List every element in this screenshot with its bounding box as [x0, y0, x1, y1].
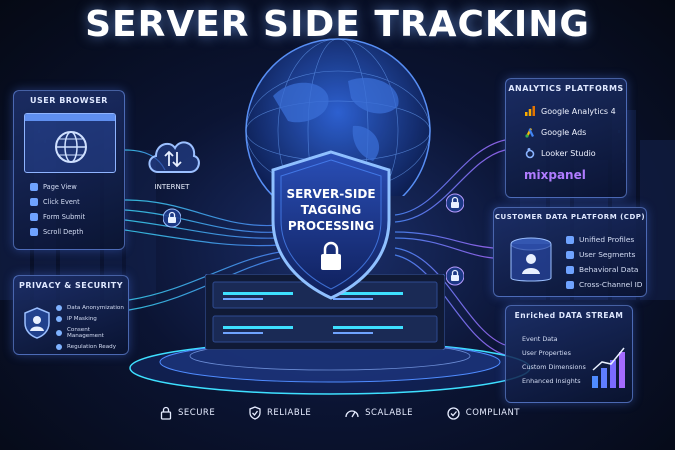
shield-icon [271, 150, 391, 300]
profile-icon [566, 235, 574, 244]
privacy-title: PRIVACY & SECURITY [18, 281, 124, 290]
shield-check-icon [249, 406, 261, 420]
scroll-icon [30, 228, 38, 236]
privacy-list: Data Anonymization IP Masking Consent Ma… [56, 305, 128, 350]
footer-features: SECURE RELIABLE SCALABLE COMPLIANT [160, 406, 520, 420]
analytics-title: ANALYTICS PLATFORMS [508, 84, 624, 93]
checkmark-icon [56, 316, 62, 322]
page-view-icon [30, 183, 38, 191]
list-item: mixpanel [524, 168, 616, 182]
padlock-icon [321, 241, 341, 270]
shield-user-icon [24, 307, 50, 339]
id-card-icon [566, 280, 574, 289]
list-item: Data Anonymization [56, 305, 128, 311]
list-item: Custom Dimensions [522, 363, 586, 371]
user-browser-title: USER BROWSER [30, 96, 108, 105]
feature-reliable: RELIABLE [249, 406, 311, 420]
internet-label: INTERNET [154, 183, 190, 191]
looker-studio-icon [525, 148, 535, 159]
list-item: Event Data [522, 335, 558, 343]
server-rack [205, 274, 445, 350]
enriched-title: Enriched DATA STREAM [514, 311, 624, 320]
checkmark-icon [56, 305, 62, 311]
list-item: Consent Management [56, 327, 128, 339]
page-title: SERVER SIDE TRACKING [85, 4, 590, 45]
privacy-security-panel: PRIVACY & SECURITY Data Anonymization IP… [13, 275, 129, 355]
user-browser-panel: USER BROWSER Page View Click Event Form … [13, 90, 125, 250]
analytics-platforms-panel: ANALYTICS PLATFORMS Google Analytics 4 G… [505, 78, 627, 198]
list-item: IP Masking [56, 316, 128, 322]
list-item: Enhanced Insights [522, 377, 581, 385]
checkmark-icon [56, 344, 62, 350]
form-icon [30, 213, 38, 221]
mixpanel-logo: mixpanel [524, 168, 586, 182]
cdp-list: Unified Profiles User Segments Behaviora… [566, 235, 643, 289]
browser-event-list: Page View Click Event Form Submit Scroll… [30, 183, 85, 236]
list-item: Behavioral Data [566, 265, 643, 274]
center-processing-label: SERVER-SIDE TAGGING PROCESSING [286, 187, 376, 233]
list-item: User Segments [566, 250, 643, 259]
list-item: Looker Studio [524, 147, 616, 159]
lock-icon [163, 208, 181, 228]
bar-chart-icon [592, 347, 625, 388]
enriched-list: Event Data User Properties Custom Dimens… [522, 335, 586, 385]
lock-icon [160, 406, 172, 420]
cdp-title: CUSTOMER DATA PLATFORM (CDP) [494, 213, 646, 221]
analytics-list: Google Analytics 4 Google Ads Looker Stu… [524, 105, 616, 182]
cursor-icon [30, 198, 38, 206]
browser-window [24, 113, 116, 173]
lock-icon [446, 266, 464, 286]
list-item: Regulation Ready [56, 344, 128, 350]
platform-base [129, 341, 531, 395]
list-item: Click Event [30, 198, 85, 206]
feature-secure: SECURE [160, 406, 215, 420]
list-item: Scroll Depth [30, 228, 85, 236]
globe-icon [55, 131, 87, 163]
behavior-icon [566, 265, 574, 274]
list-item: Cross-Channel ID [566, 280, 643, 289]
cdp-panel: CUSTOMER DATA PLATFORM (CDP) Unified Pro… [493, 207, 647, 297]
enriched-data-stream-panel: Enriched DATA STREAM Event Data User Pro… [505, 305, 633, 403]
list-item: Unified Profiles [566, 235, 643, 244]
list-item: Form Submit [30, 213, 85, 221]
checkmark-icon [447, 406, 460, 420]
gauge-icon [345, 410, 359, 418]
cloud-icon [148, 141, 200, 173]
database-user-icon [510, 237, 552, 282]
lock-icon [446, 193, 464, 213]
list-item: Google Ads [524, 126, 616, 138]
segments-icon [566, 250, 574, 259]
browser-toolbar [25, 114, 115, 121]
globe-network-icon [245, 38, 431, 196]
google-analytics-icon [525, 106, 535, 116]
feature-compliant: COMPLIANT [447, 406, 520, 420]
checkmark-icon [56, 330, 62, 336]
google-ads-icon [525, 128, 534, 138]
feature-scalable: SCALABLE [345, 407, 413, 419]
list-item: Page View [30, 183, 85, 191]
list-item: User Properties [522, 349, 571, 357]
list-item: Google Analytics 4 [524, 105, 616, 117]
